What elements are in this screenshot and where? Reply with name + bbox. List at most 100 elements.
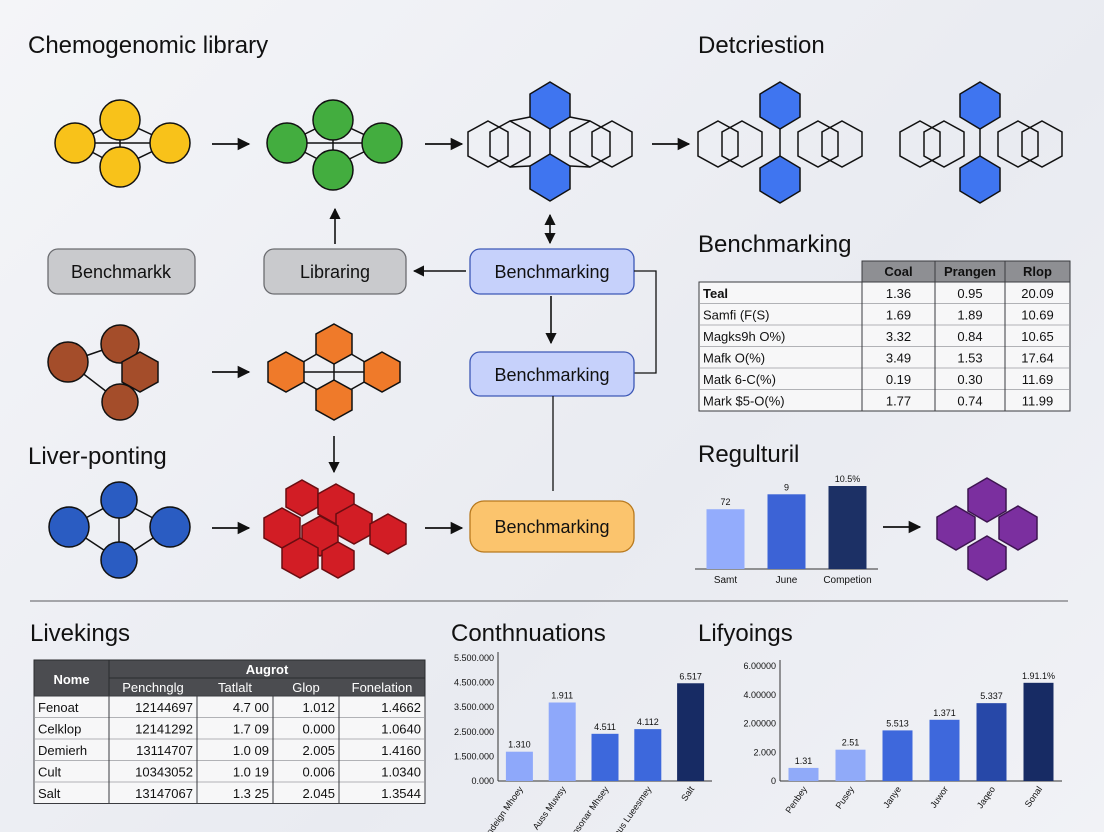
polycyclic-ring-structure-3 — [899, 81, 1063, 204]
bar — [788, 767, 819, 781]
bar-value-label: 5.337 — [980, 691, 1003, 701]
livekings-cell: 1.3 25 — [233, 786, 269, 801]
livekings-cell: 1.4160 — [381, 743, 421, 758]
bench-table-cell: 0.30 — [957, 372, 982, 387]
livekings-first-header: Nome — [53, 672, 89, 687]
bench-table-cell: 20.09 — [1021, 286, 1054, 301]
bar — [706, 509, 745, 569]
bar — [591, 733, 619, 781]
livekings-body — [33, 695, 426, 804]
livekings-row-label: Fenoat — [38, 700, 79, 715]
heading-livekings: Livekings — [30, 620, 130, 647]
livekings-sub-header: Glop — [292, 680, 319, 695]
livekings-cell: 2.005 — [302, 743, 335, 758]
y-tick-label: 2.00000 — [743, 719, 776, 729]
bench-table-cell: 1.69 — [886, 308, 911, 323]
y-tick-label: 3.500.000 — [454, 702, 494, 712]
livekings-cell: 12144697 — [135, 700, 193, 715]
x-tick-label: June — [776, 575, 798, 586]
bar-value-label: 1.310 — [508, 740, 531, 750]
y-tick-label: 0.000 — [471, 776, 494, 786]
continuations-bar-chart: 0.0001.500.0002.500.0003.500.0004.500.00… — [454, 652, 712, 832]
bench-table-header-label: Rlop — [1023, 264, 1052, 279]
y-tick-label: 2.500.000 — [454, 727, 494, 737]
bar — [929, 719, 960, 781]
livekings-sub-header: Tatlalt — [218, 680, 252, 695]
bench-table-cell: 3.32 — [886, 329, 911, 344]
livekings-cell: 4.7 00 — [233, 700, 269, 715]
livekings-cell: 1.0 09 — [233, 743, 269, 758]
y-tick-label: 2.000 — [753, 747, 776, 757]
y-tick-label: 1.500.000 — [454, 751, 494, 761]
bar-value-label: 9 — [784, 482, 789, 492]
brown-molecule — [47, 324, 159, 421]
y-tick-label: 5.500.000 — [454, 653, 494, 663]
x-tick-label: Pusey — [834, 784, 857, 811]
livekings-cell: 13147067 — [135, 786, 193, 801]
bar — [548, 702, 576, 781]
bench-table-cell: 1.36 — [886, 286, 911, 301]
bar — [677, 683, 705, 781]
bench-table-cell: 0.19 — [886, 372, 911, 387]
svg-text:Benchmarkk: Benchmarkk — [71, 262, 172, 282]
heading-lifyoings: Lifyoings — [698, 620, 793, 647]
benchmarking-box-3: Benchmarking — [469, 500, 635, 553]
livekings-cell: 1.4662 — [381, 700, 421, 715]
bar — [835, 749, 866, 781]
bar-value-label: 4.511 — [594, 722, 616, 732]
bar — [767, 494, 806, 569]
bench-table-cell: 11.99 — [1022, 394, 1054, 409]
livekings-row-label: Cult — [38, 765, 62, 780]
bar-value-label: 4.112 — [637, 717, 659, 727]
heading-chemogenomic-library: Chemogenomic library — [28, 32, 268, 59]
benchmarking-box-1: Benchmarking — [469, 248, 635, 295]
x-tick-label: Penbey — [783, 784, 809, 815]
bar-value-label: 2.51 — [842, 738, 860, 748]
livekings-sub-header: Penchnglg — [122, 680, 183, 695]
bench-table-cell: 17.64 — [1021, 351, 1054, 366]
livekings-cell: 1.0640 — [381, 722, 421, 737]
livekings-cell: 0.000 — [302, 722, 335, 737]
bench-table-header-label: Prangen — [944, 264, 996, 279]
bar — [505, 751, 533, 781]
orange-molecule — [267, 323, 401, 421]
bench-table-cell: 11.69 — [1022, 372, 1054, 387]
livekings-group-header: Augrot — [246, 662, 289, 677]
y-tick-label: 4.00000 — [743, 690, 776, 700]
bar-value-label: 1.371 — [933, 708, 956, 718]
livekings-row-label: Demierh — [38, 743, 87, 758]
y-tick-label: 0 — [771, 776, 776, 786]
bench-table-header-label: Coal — [884, 264, 912, 279]
bench-table-cell: 10.65 — [1021, 329, 1054, 344]
bar-value-label: 5.513 — [886, 718, 909, 728]
bench-table-cell: 1.89 — [957, 308, 982, 323]
red-cluster — [263, 479, 407, 579]
benchmarkk-box: Benchmarkk — [47, 248, 196, 295]
y-tick-label: 6.00000 — [743, 661, 776, 671]
bar — [882, 730, 913, 781]
x-tick-label: Janye — [881, 784, 903, 809]
green-molecule — [266, 99, 403, 191]
livekings-cell: 0.006 — [302, 765, 335, 780]
bench-table-cell: 1.77 — [886, 394, 911, 409]
bar-value-label: 1.91.1% — [1022, 671, 1055, 681]
heading-regulturil: Regulturil — [698, 441, 799, 468]
bench-table-cell: 0.95 — [957, 286, 982, 301]
svg-text:Libraring: Libraring — [300, 262, 370, 282]
livekings-sub-header: Fonelation — [352, 680, 413, 695]
bar-value-label: 1.31 — [795, 756, 813, 766]
bench-table-row-label: Magks9h O%) — [703, 329, 785, 344]
bar-value-label: 1.911 — [551, 691, 573, 701]
bench-table-row-label: Mark $5-O(%) — [703, 394, 785, 409]
livekings-cell: 1.012 — [302, 700, 335, 715]
svg-text:Benchmarking: Benchmarking — [494, 517, 609, 537]
blue-node-molecule — [48, 481, 191, 579]
x-tick-label: Juwor — [928, 784, 950, 809]
bar — [634, 729, 662, 781]
x-tick-label: Fendeign Mhoey — [478, 784, 525, 832]
purple-hexagon-cluster — [936, 477, 1038, 581]
svg-text:Benchmarking: Benchmarking — [494, 262, 609, 282]
livekings-cell: 10343052 — [135, 765, 193, 780]
